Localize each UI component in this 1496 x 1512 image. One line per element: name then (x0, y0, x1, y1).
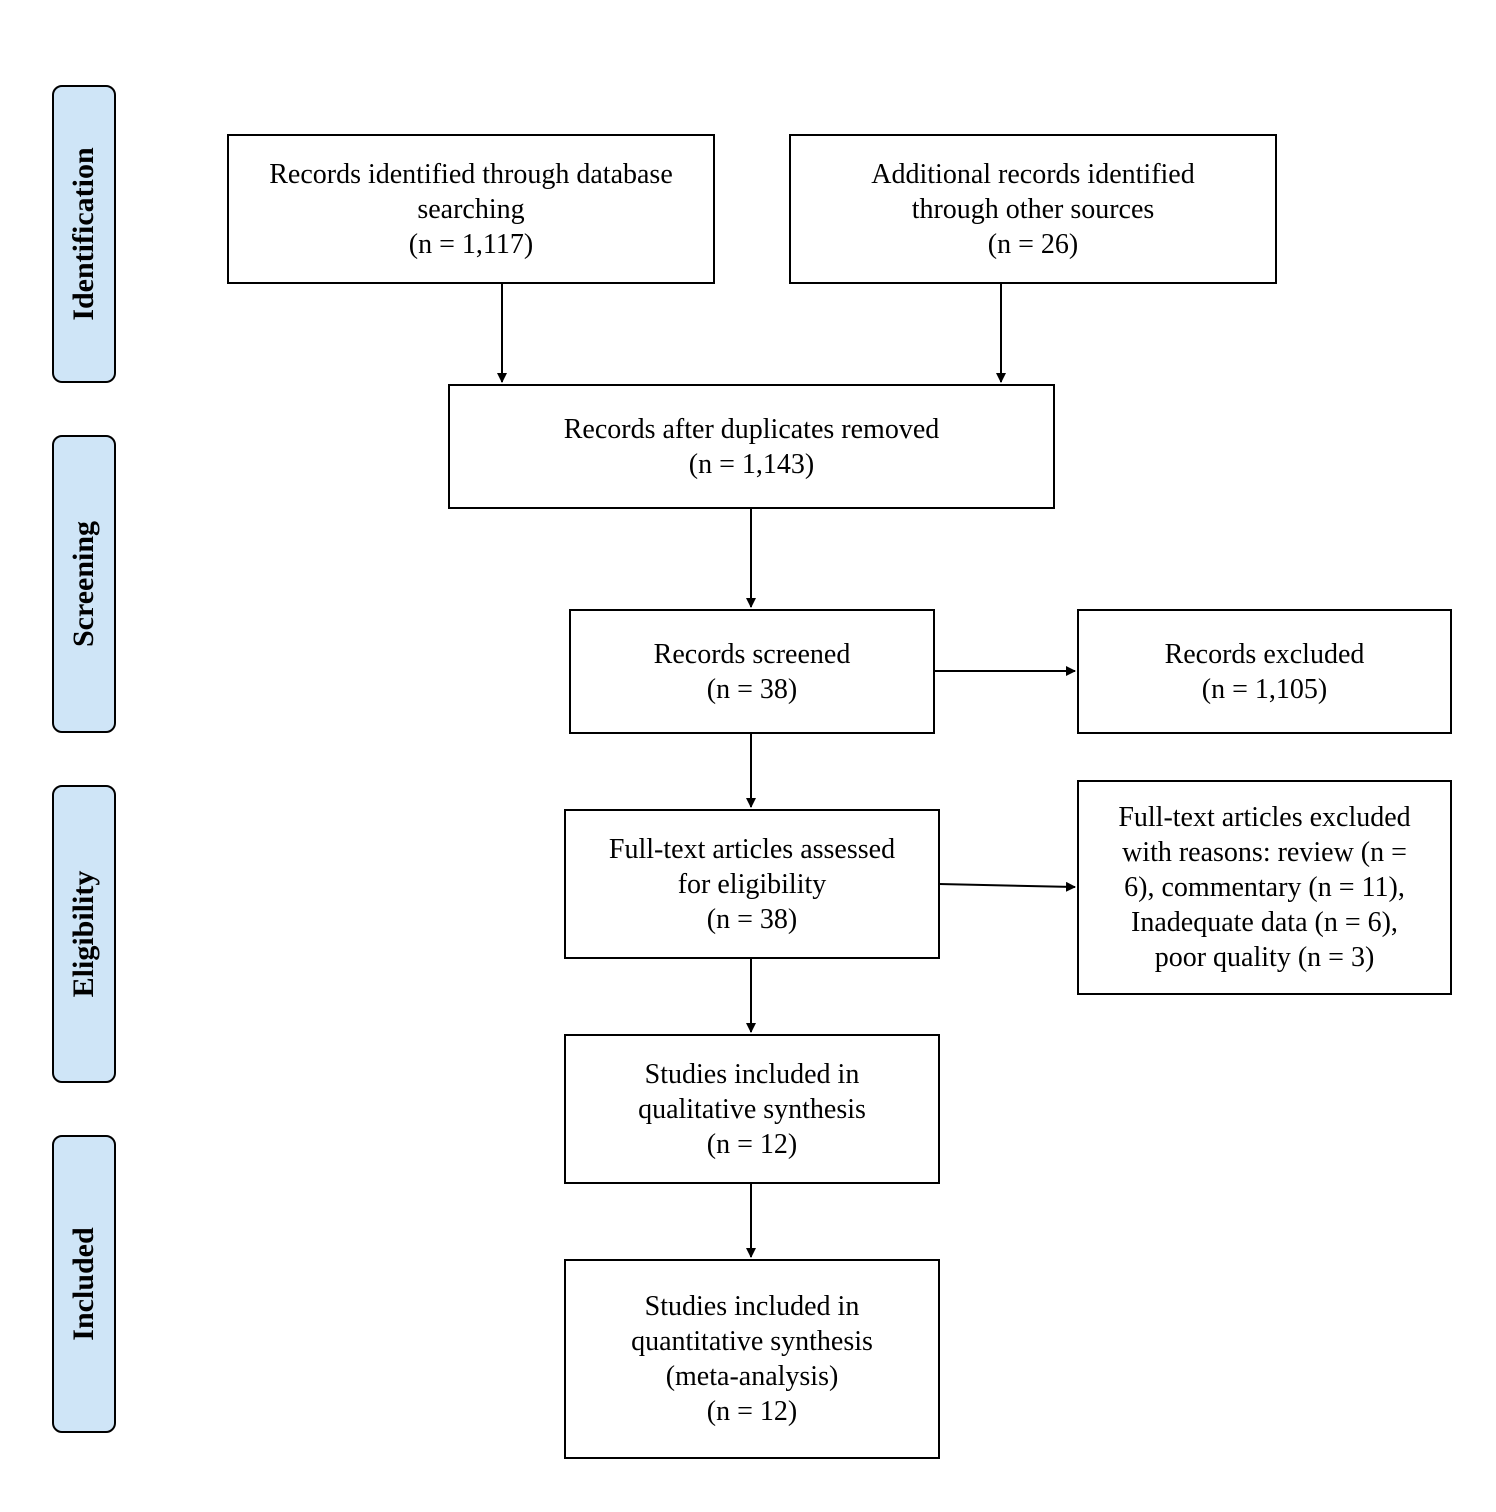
box-database-records: Records identified through database sear… (227, 134, 715, 284)
box-text-line: (n = 26) (987, 228, 1079, 260)
box-qualitative-synthesis: Studies included in qualitative synthesi… (564, 1034, 940, 1184)
box-records-excluded: Records excluded (n = 1,105) (1077, 609, 1452, 734)
box-text-line: Records identified through database (269, 158, 673, 190)
box-text-line: for eligibility (677, 868, 827, 900)
box-other-sources: Additional records identified through ot… (789, 134, 1277, 284)
box-text-line: (n = 1,143) (688, 448, 815, 480)
box-text-line: Records after duplicates removed (563, 413, 940, 445)
box-text-line: (n = 38) (706, 903, 798, 935)
box-text-line: Records screened (653, 638, 851, 670)
box-text-line: Full-text articles excluded (1118, 802, 1411, 833)
box-text-line: qualitative synthesis (638, 1093, 866, 1125)
box-fulltext-excluded: Full-text articles excluded with reasons… (1077, 780, 1452, 995)
box-duplicates-removed: Records after duplicates removed (n = 1,… (448, 384, 1055, 509)
box-text-line: Full-text articles assessed (608, 833, 896, 865)
stage-label: Identification (67, 147, 100, 321)
box-text-line: with reasons: review (n = (1122, 837, 1407, 868)
box-text-line: Additional records identified (871, 158, 1195, 190)
box-text-line: quantitative synthesis (631, 1326, 873, 1357)
box-text-line: (n = 12) (706, 1128, 798, 1160)
box-text-line: (meta-analysis) (665, 1361, 839, 1392)
box-text-line: Studies included in (644, 1291, 860, 1322)
stage-identification: Identification (52, 85, 116, 383)
box-records-screened: Records screened (n = 38) (569, 609, 935, 734)
box-quantitative-synthesis: Studies included in quantitative synthes… (564, 1259, 940, 1459)
stage-label: Eligibility (67, 870, 100, 998)
stage-included: Included (52, 1135, 116, 1433)
box-text-line: (n = 12) (706, 1396, 798, 1427)
box-text-line: 6), commentary (n = 11), (1124, 872, 1405, 903)
box-text-line: Inadequate data (n = 6), (1131, 907, 1398, 938)
box-text-line: Studies included in (644, 1058, 860, 1090)
box-text-line: searching (417, 193, 525, 225)
box-text-line: through other sources (911, 193, 1155, 225)
stage-screening: Screening (52, 435, 116, 733)
stage-eligibility: Eligibility (52, 785, 116, 1083)
box-fulltext-assessed: Full-text articles assessed for eligibil… (564, 809, 940, 959)
box-text-line: (n = 1,105) (1201, 673, 1328, 705)
box-text-line: (n = 38) (706, 673, 798, 705)
box-text-line: (n = 1,117) (408, 228, 534, 260)
arrow-fulltext-to-excluded (938, 881, 1076, 892)
stage-label: Included (67, 1227, 100, 1341)
box-text-line: Records excluded (1164, 638, 1365, 670)
stage-label: Screening (67, 520, 100, 648)
box-text-line: poor quality (n = 3) (1154, 942, 1375, 973)
